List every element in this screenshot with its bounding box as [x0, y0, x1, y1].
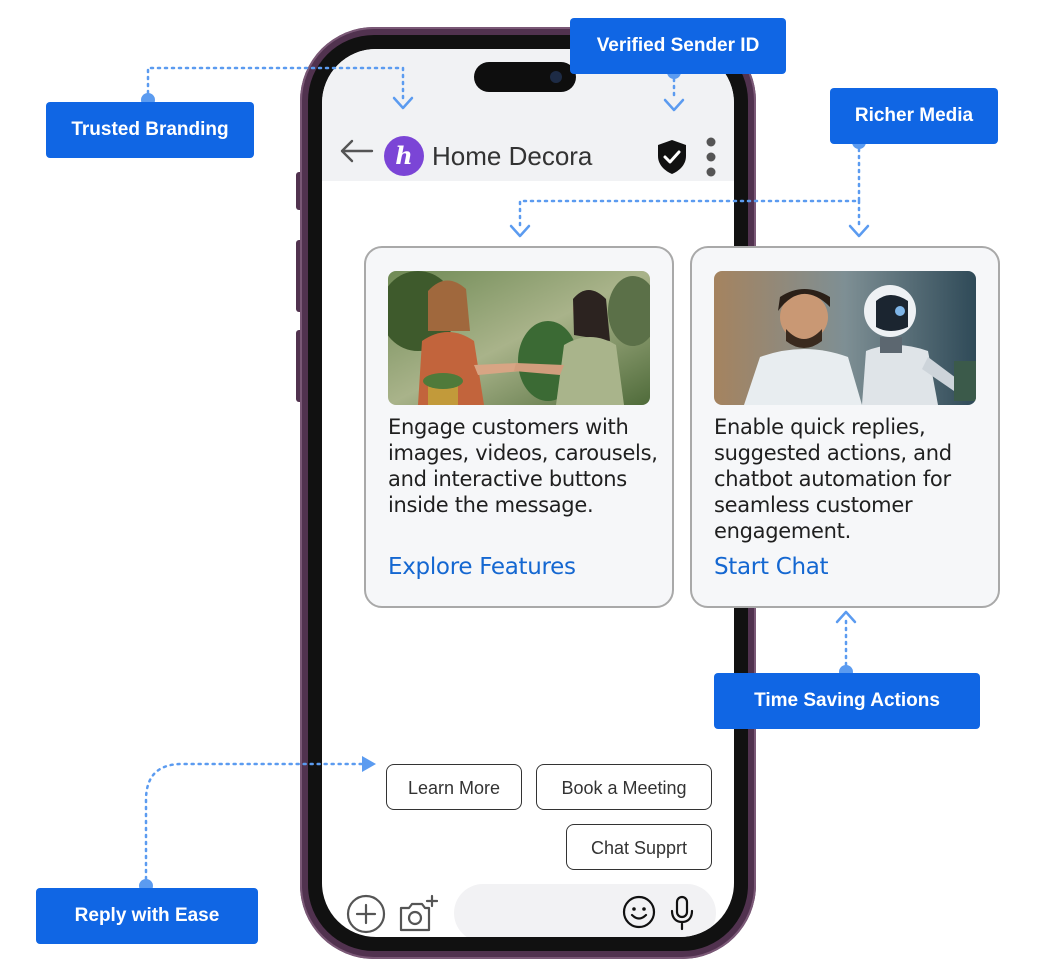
microphone-icon[interactable]	[670, 895, 694, 931]
volume-up-button	[296, 240, 302, 312]
rich-card-chatbot[interactable]: Enable quick replies, suggested actions,…	[690, 246, 1000, 608]
card-image-handshake	[388, 271, 650, 405]
emoji-icon[interactable]	[622, 895, 656, 929]
quick-reply-learn-more[interactable]: Learn More	[386, 764, 522, 810]
card-description: Enable quick replies, suggested actions,…	[714, 415, 952, 543]
callout-reply-ease: Reply with Ease	[36, 888, 258, 944]
quick-reply-chat-support[interactable]: Chat Supprt	[566, 824, 712, 870]
silent-switch	[296, 172, 302, 210]
kebab-menu-icon[interactable]	[706, 137, 716, 177]
start-chat-link[interactable]: Start Chat	[714, 554, 829, 580]
brand-name[interactable]: Home Decora	[432, 141, 593, 171]
quick-reply-book-meeting[interactable]: Book a Meeting	[536, 764, 712, 810]
back-arrow-icon[interactable]	[338, 139, 374, 166]
add-photo-icon[interactable]	[398, 894, 438, 934]
card-image-robot	[714, 271, 976, 405]
plus-circle-icon[interactable]	[346, 894, 386, 934]
brand-logo[interactable]: h	[384, 136, 424, 176]
card-description: Engage customers with images, videos, ca…	[388, 415, 658, 517]
callout-trusted-branding: Trusted Branding	[46, 102, 254, 158]
dynamic-island	[474, 62, 576, 92]
callout-richer-media: Richer Media	[830, 88, 998, 144]
front-camera	[550, 71, 562, 83]
volume-down-button	[296, 330, 302, 402]
explore-features-link[interactable]: Explore Features	[388, 554, 576, 580]
verified-shield-icon[interactable]	[656, 139, 688, 175]
callout-time-saving: Time Saving Actions	[714, 673, 980, 729]
callout-verified-sender: Verified Sender ID	[570, 18, 786, 74]
rich-card-media[interactable]: Engage customers with images, videos, ca…	[364, 246, 674, 608]
